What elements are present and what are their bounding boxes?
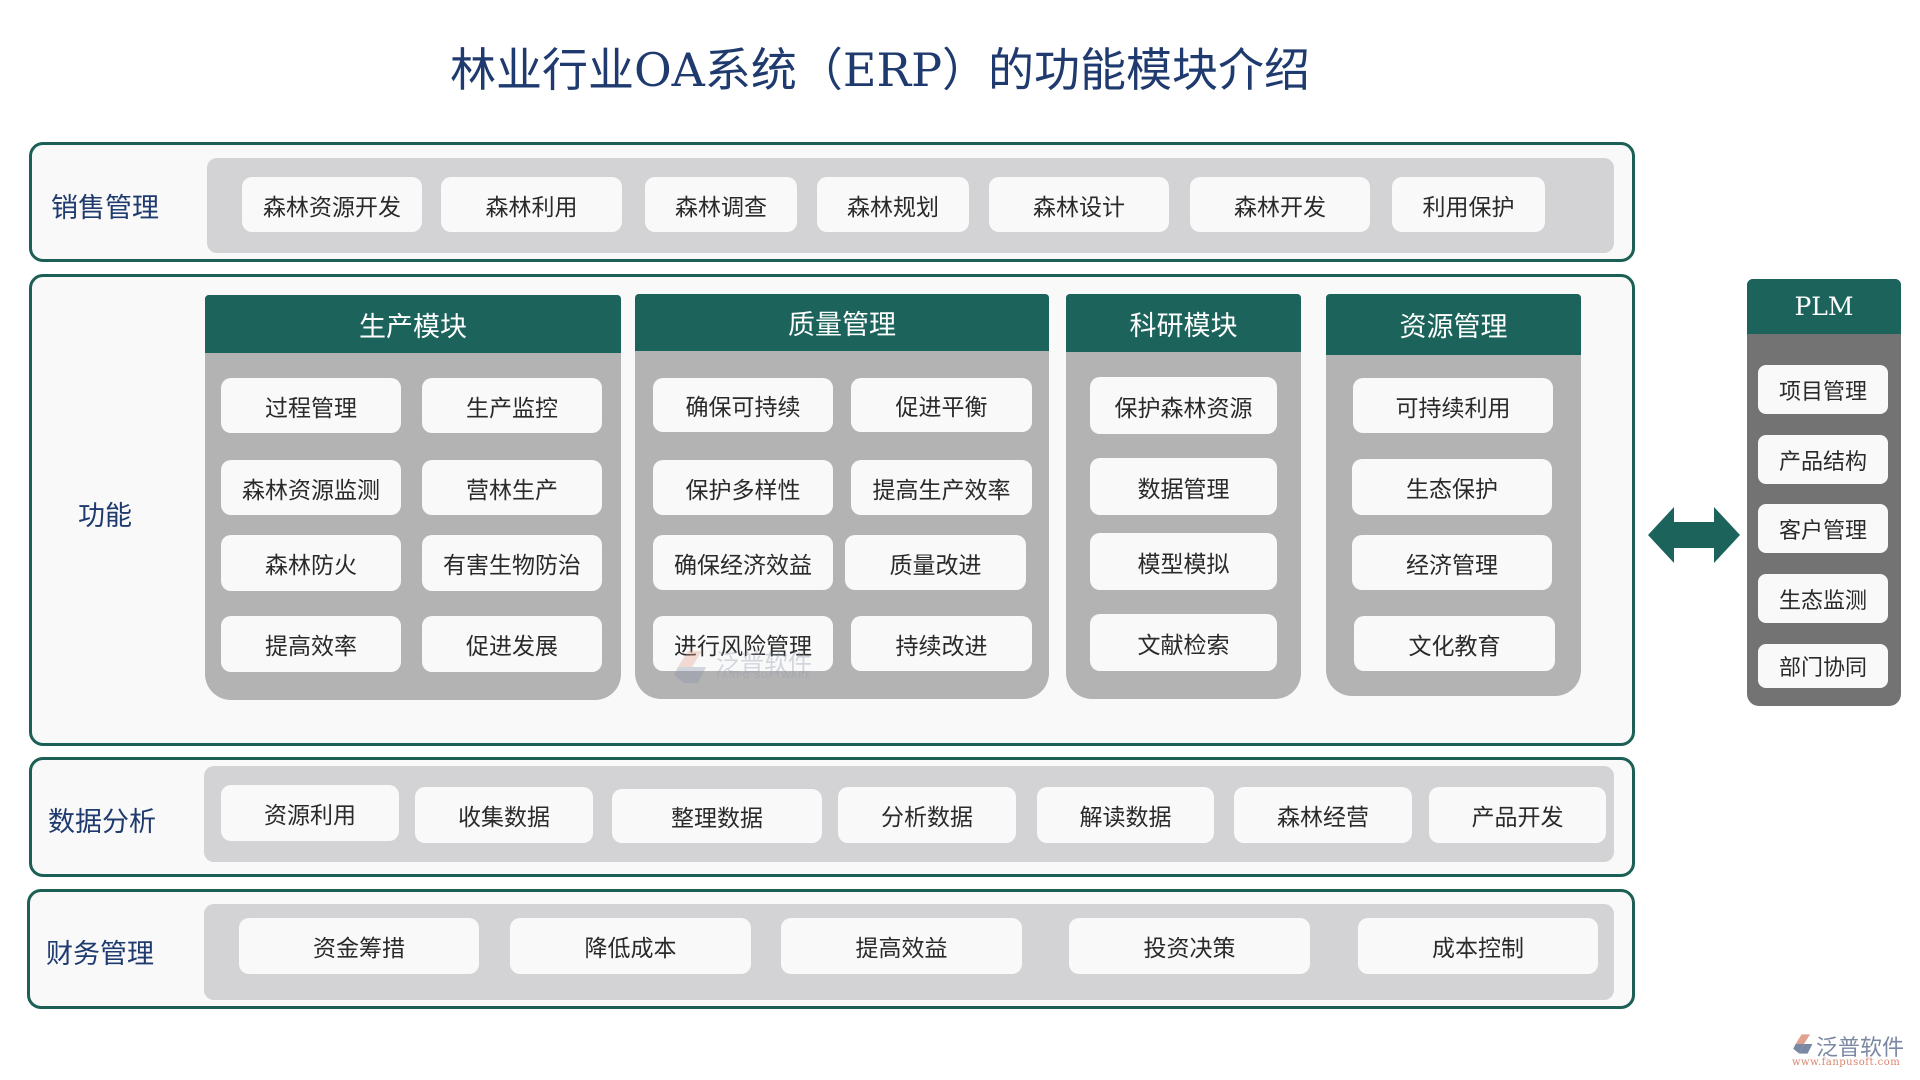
research-module-header: 科研模块 — [1066, 294, 1301, 352]
finance-label: 财务管理 — [46, 939, 154, 970]
production-item[interactable]: 过程管理 — [221, 378, 401, 433]
sales-item[interactable]: 利用保护 — [1392, 177, 1545, 232]
data-analysis-label: 数据分析 — [48, 807, 156, 838]
sales-item[interactable]: 森林开发 — [1190, 177, 1370, 232]
data-analysis-item[interactable]: 收集数据 — [415, 787, 593, 843]
quality-item[interactable]: 质量改进 — [845, 535, 1026, 590]
plm-header: PLM — [1747, 279, 1901, 334]
sales-item[interactable]: 森林调查 — [645, 177, 797, 232]
finance-item[interactable]: 资金筹措 — [239, 918, 479, 974]
quality-module-header: 质量管理 — [635, 294, 1049, 351]
production-item[interactable]: 提高效率 — [221, 616, 401, 672]
resource-item[interactable]: 可持续利用 — [1353, 378, 1553, 433]
brand-name: 泛普软件 — [1816, 1036, 1905, 1061]
finance-item[interactable]: 投资决策 — [1069, 918, 1310, 974]
finance-item[interactable]: 成本控制 — [1358, 918, 1598, 974]
quality-item[interactable]: 保护多样性 — [653, 460, 833, 515]
production-item[interactable]: 生产监控 — [422, 378, 602, 433]
sales-item[interactable]: 森林规划 — [817, 177, 969, 232]
data-analysis-item[interactable]: 资源利用 — [221, 785, 399, 841]
plm-item[interactable]: 项目管理 — [1758, 365, 1888, 414]
production-item[interactable]: 森林防火 — [221, 535, 401, 591]
quality-item[interactable]: 确保可持续 — [653, 378, 833, 432]
quality-item[interactable]: 促进平衡 — [851, 378, 1032, 432]
research-item[interactable]: 保护森林资源 — [1090, 377, 1277, 434]
data-analysis-item[interactable]: 产品开发 — [1429, 787, 1606, 843]
production-item[interactable]: 森林资源监测 — [221, 460, 401, 515]
plm-item[interactable]: 客户管理 — [1758, 504, 1888, 553]
quality-item[interactable]: 确保经济效益 — [653, 535, 833, 590]
resource-item[interactable]: 经济管理 — [1352, 535, 1552, 590]
sales-item[interactable]: 森林设计 — [989, 177, 1169, 232]
production-item[interactable]: 营林生产 — [422, 460, 602, 515]
research-item[interactable]: 模型模拟 — [1090, 533, 1277, 590]
function-label: 功能 — [78, 501, 132, 532]
sales-item[interactable]: 森林利用 — [441, 177, 622, 232]
fanpu-logo-icon — [1793, 1034, 1813, 1054]
research-item[interactable]: 数据管理 — [1090, 458, 1277, 515]
data-analysis-item[interactable]: 分析数据 — [838, 787, 1016, 843]
data-analysis-item[interactable]: 整理数据 — [612, 789, 822, 843]
production-item[interactable]: 促进发展 — [422, 616, 602, 672]
plm-panel: PLM 项目管理 产品结构 客户管理 生态监测 部门协同 — [1747, 279, 1901, 706]
page-title: 林业行业OA系统（ERP）的功能模块介绍 — [449, 43, 1311, 97]
brand-logo: 泛普软件 www.fanpusoft.com — [1790, 1030, 1915, 1072]
plm-item[interactable]: 产品结构 — [1758, 435, 1888, 484]
quality-item[interactable]: 持续改进 — [851, 616, 1032, 671]
resource-module-header: 资源管理 — [1326, 294, 1581, 355]
finance-item[interactable]: 降低成本 — [510, 918, 751, 974]
data-analysis-item[interactable]: 解读数据 — [1037, 787, 1214, 843]
production-item[interactable]: 有害生物防治 — [422, 535, 602, 591]
resource-item[interactable]: 文化教育 — [1354, 616, 1555, 671]
resource-item[interactable]: 生态保护 — [1352, 459, 1552, 515]
double-arrow-icon — [1648, 507, 1740, 563]
brand-url: www.fanpusoft.com — [1792, 1057, 1901, 1068]
sales-item[interactable]: 森林资源开发 — [242, 177, 422, 232]
quality-item[interactable]: 提高生产效率 — [851, 460, 1032, 515]
plm-item[interactable]: 生态监测 — [1758, 574, 1888, 623]
finance-item[interactable]: 提高效益 — [781, 918, 1022, 974]
sales-label: 销售管理 — [51, 193, 159, 224]
production-module-header: 生产模块 — [205, 295, 621, 353]
research-item[interactable]: 文献检索 — [1090, 614, 1277, 671]
data-analysis-item[interactable]: 森林经营 — [1234, 787, 1412, 843]
quality-item[interactable]: 进行风险管理 — [653, 616, 833, 671]
plm-item[interactable]: 部门协同 — [1758, 644, 1888, 688]
